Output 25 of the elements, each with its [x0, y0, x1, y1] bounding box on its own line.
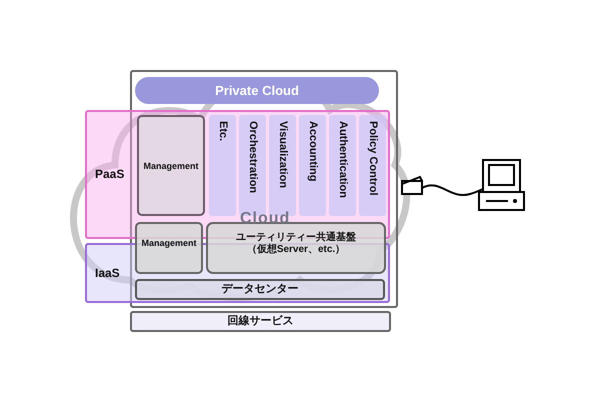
node-label: データセンター — [222, 282, 298, 296]
node-label: 回線サービス — [228, 314, 294, 328]
module-box — [206, 222, 386, 274]
module-box — [135, 222, 203, 274]
frame-box — [130, 70, 398, 308]
function-column — [209, 115, 236, 216]
node-label: Etc. — [216, 121, 230, 142]
node-label: PaaS — [95, 167, 124, 182]
service-bar — [130, 311, 391, 332]
title-pill — [135, 77, 379, 104]
node-label: Private Cloud — [215, 82, 299, 98]
module-box — [137, 115, 205, 216]
node-label: Orchestration — [246, 121, 260, 194]
function-column — [329, 115, 356, 216]
node-label: Authentication — [336, 121, 350, 198]
node-label: Management — [143, 161, 198, 173]
function-column — [359, 115, 386, 216]
node-label: Management — [141, 238, 196, 250]
node-label: ユーティリティー共通基盤（仮想Server、etc.） — [235, 232, 357, 256]
module-box — [135, 279, 385, 300]
node-label: Accounting — [306, 121, 320, 182]
node-label: IaaS — [95, 266, 120, 280]
node-label: Policy Control — [366, 121, 380, 196]
node-label: Visualization — [276, 121, 290, 188]
function-column — [299, 115, 326, 216]
